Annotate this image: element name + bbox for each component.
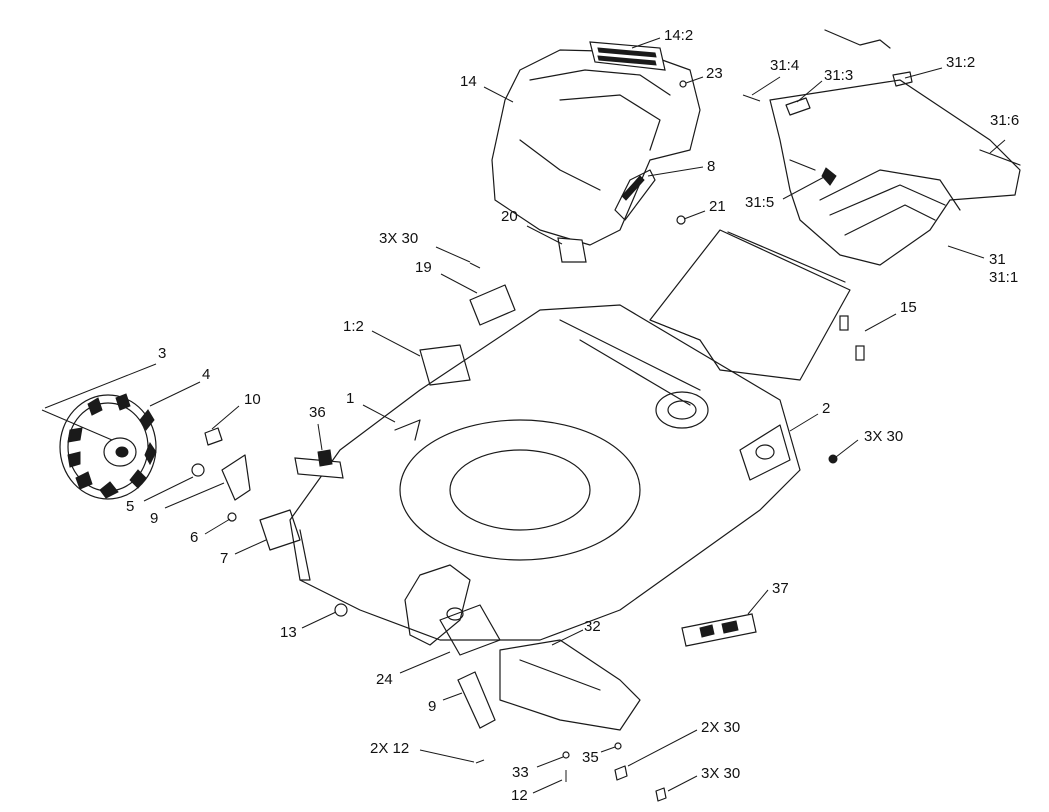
part-3-axle-bolt xyxy=(41,409,113,441)
callout-36: 36 xyxy=(309,404,326,421)
part-3x30-screw-top xyxy=(469,262,481,269)
part-2x30-screw xyxy=(614,765,628,781)
callout-10: 10 xyxy=(244,391,261,408)
callout-3x30-right: 3X 30 xyxy=(864,428,903,445)
part-5-bushing xyxy=(191,463,205,477)
callout-9-lower: 9 xyxy=(428,698,436,715)
part-24-axle-bracket xyxy=(439,604,501,656)
callout-31: 31 xyxy=(989,251,1006,268)
part-14-2-decal xyxy=(589,41,666,71)
callout-20: 20 xyxy=(501,208,518,225)
part-2-rear-bracket xyxy=(739,424,791,481)
part-20-bracket xyxy=(557,237,587,263)
callout-2x12: 2X 12 xyxy=(370,740,409,757)
part-9-lever-front xyxy=(457,671,496,729)
callout-32: 32 xyxy=(584,618,601,635)
callout-3: 3 xyxy=(158,345,166,362)
part-7-bracket xyxy=(259,509,301,551)
part-31-4-pin xyxy=(742,94,761,102)
callout-1: 1 xyxy=(346,390,354,407)
part-14-rear-cover xyxy=(491,49,701,246)
part-13-cap xyxy=(334,603,348,617)
callout-31-5: 31:5 xyxy=(745,194,774,211)
part-3x30-screw-bottom xyxy=(655,787,667,802)
callout-12: 12 xyxy=(511,787,528,804)
leader-lines xyxy=(44,37,1006,794)
callout-1-2: 1:2 xyxy=(343,318,364,335)
callout-37: 37 xyxy=(772,580,789,597)
part-36-decal xyxy=(294,449,344,479)
callout-9-upper: 9 xyxy=(150,510,158,527)
callout-31-2: 31:2 xyxy=(946,54,975,71)
part-37-decal xyxy=(681,613,757,647)
part-3x30-screw-right xyxy=(828,454,838,464)
callout-14-2: 14:2 xyxy=(664,27,693,44)
callout-13: 13 xyxy=(280,624,297,641)
part-23-screw xyxy=(679,80,687,88)
callout-7: 7 xyxy=(220,550,228,567)
callout-19: 19 xyxy=(415,259,432,276)
callout-31-4: 31:4 xyxy=(770,57,799,74)
callout-31-6: 31:6 xyxy=(990,112,1019,129)
callout-23: 23 xyxy=(706,65,723,82)
callout-35: 35 xyxy=(582,749,599,766)
callout-3x30-bottom: 3X 30 xyxy=(701,765,740,782)
callout-3x30-top: 3X 30 xyxy=(379,230,418,247)
callout-14: 14 xyxy=(460,73,477,90)
callout-8: 8 xyxy=(707,158,715,175)
callout-31-3: 31:3 xyxy=(824,67,853,84)
part-21-nut xyxy=(676,215,686,225)
part-1-2-bracket xyxy=(419,344,471,386)
callout-2: 2 xyxy=(822,400,830,417)
callout-31-1: 31:1 xyxy=(989,269,1018,286)
callout-21: 21 xyxy=(709,198,726,215)
part-2x12-screw xyxy=(475,759,485,764)
part-32-front-bracket xyxy=(499,639,641,731)
part-31-rear-flap-assembly xyxy=(769,29,1021,266)
part-6-nut xyxy=(227,512,237,522)
callout-2x30: 2X 30 xyxy=(701,719,740,736)
callout-15: 15 xyxy=(900,299,917,316)
part-9-lever xyxy=(221,454,251,501)
callout-6: 6 xyxy=(190,529,198,546)
part-8-spring xyxy=(614,169,656,221)
part-31-2-bracket xyxy=(892,71,913,87)
callout-5: 5 xyxy=(126,498,134,515)
part-19-bracket xyxy=(469,284,516,326)
callout-labels: 14:2 14 23 31:4 31:3 31:2 31:6 8 31:5 21… xyxy=(126,27,1019,804)
part-1-mower-deck xyxy=(289,304,801,646)
part-15-handle-frame xyxy=(649,229,865,381)
part-35-nut xyxy=(614,742,622,750)
callout-33: 33 xyxy=(512,764,529,781)
part-4-wheel xyxy=(59,393,157,500)
part-10-spacer xyxy=(204,427,223,446)
callout-4: 4 xyxy=(202,366,210,383)
part-33-washer xyxy=(562,751,570,759)
callout-24: 24 xyxy=(376,671,393,688)
